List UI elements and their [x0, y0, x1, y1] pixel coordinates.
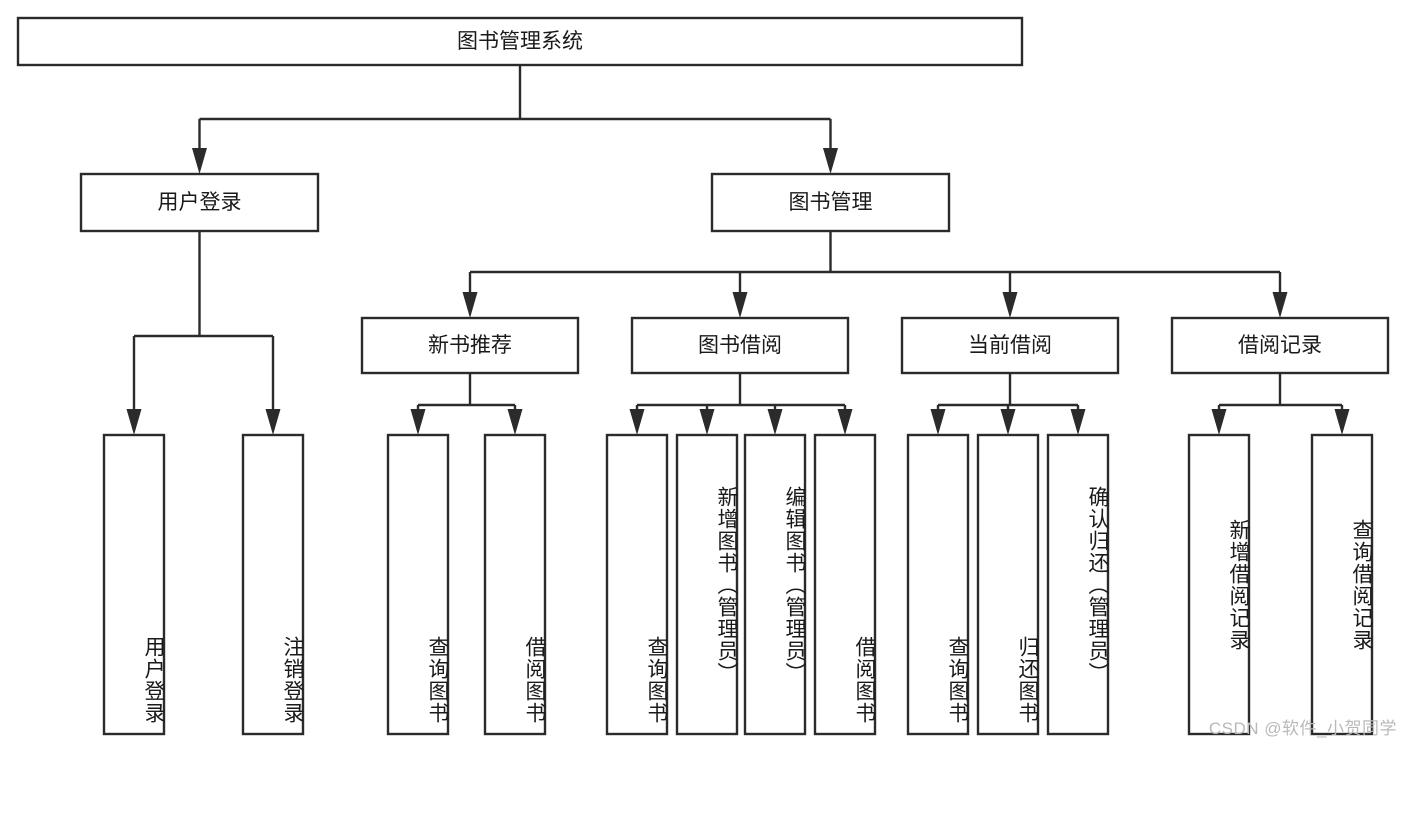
- arrow-head-leaf-edit-book: [767, 409, 783, 435]
- leaf-box-leaf-borrow-book-2[interactable]: [813, 433, 877, 736]
- arrow-head-leaf-confirm-return: [1070, 409, 1086, 435]
- node-label-current-borrow: 当前借阅: [968, 334, 1052, 357]
- leaf-box-leaf-add-book[interactable]: [675, 433, 739, 736]
- node-box-borrow-record[interactable]: [1170, 316, 1390, 375]
- arrow-head-book-borrow: [732, 292, 748, 318]
- leaf-box-leaf-query-record[interactable]: [1310, 433, 1374, 736]
- leaf-box-leaf-borrow-book-1[interactable]: [483, 433, 547, 736]
- arrow-head-borrow-record: [1272, 292, 1288, 318]
- leaf-box-leaf-edit-book[interactable]: [743, 433, 807, 736]
- node-label-book-management: 图书管理: [789, 191, 873, 214]
- arrow-head-leaf-user-login: [126, 409, 142, 435]
- leaf-box-leaf-add-record[interactable]: [1187, 433, 1251, 736]
- watermark-credit: CSDN @软件_小贺同学: [1208, 719, 1397, 738]
- arrow-head-user-login: [192, 148, 207, 174]
- leaf-box-leaf-return-book[interactable]: [976, 433, 1040, 736]
- node-box-user-login[interactable]: [79, 172, 320, 233]
- box-layer: [16, 16, 1390, 736]
- arrow-head-new-book-recommend: [462, 292, 478, 318]
- node-label-borrow-record: 借阅记录: [1238, 334, 1322, 357]
- node-box-root[interactable]: [16, 16, 1024, 67]
- arrow-head-current-borrow: [1002, 292, 1018, 318]
- node-box-new-book-recommend[interactable]: [360, 316, 580, 375]
- arrow-head-leaf-query-record: [1334, 409, 1350, 435]
- leaf-box-leaf-query-book-1[interactable]: [386, 433, 450, 736]
- connector-layer: [126, 65, 1350, 435]
- leaf-box-leaf-user-login[interactable]: [102, 433, 166, 736]
- leaf-box-leaf-query-book-3[interactable]: [906, 433, 970, 736]
- arrow-head-leaf-add-record: [1211, 409, 1227, 435]
- arrow-head-leaf-query-book-1: [410, 409, 426, 435]
- node-label-user-login: 用户登录: [158, 191, 242, 214]
- arrow-head-leaf-query-book-2: [629, 409, 645, 435]
- arrow-head-leaf-borrow-book-2: [837, 409, 853, 435]
- arrow-head-leaf-borrow-book-1: [507, 409, 523, 435]
- node-label-root: 图书管理系统: [457, 30, 583, 53]
- arrow-head-leaf-user-logout: [265, 409, 281, 435]
- leaf-box-leaf-query-book-2[interactable]: [605, 433, 669, 736]
- node-label-book-borrow: 图书借阅: [698, 334, 782, 357]
- hierarchy-diagram: 图书管理系统用户登录图书管理新书推荐图书借阅当前借阅借阅记录 用户登录注销登录查…: [16, 16, 1397, 738]
- node-box-current-borrow[interactable]: [900, 316, 1120, 375]
- node-box-book-borrow[interactable]: [630, 316, 850, 375]
- node-label-new-book-recommend: 新书推荐: [428, 334, 512, 357]
- arrow-head-leaf-query-book-3: [930, 409, 946, 435]
- arrow-head-book-management: [823, 148, 838, 174]
- node-box-book-management[interactable]: [710, 172, 951, 233]
- arrow-head-leaf-add-book: [699, 409, 715, 435]
- arrow-head-leaf-return-book: [1000, 409, 1016, 435]
- leaf-box-leaf-confirm-return[interactable]: [1046, 433, 1110, 736]
- leaf-box-leaf-user-logout[interactable]: [241, 433, 305, 736]
